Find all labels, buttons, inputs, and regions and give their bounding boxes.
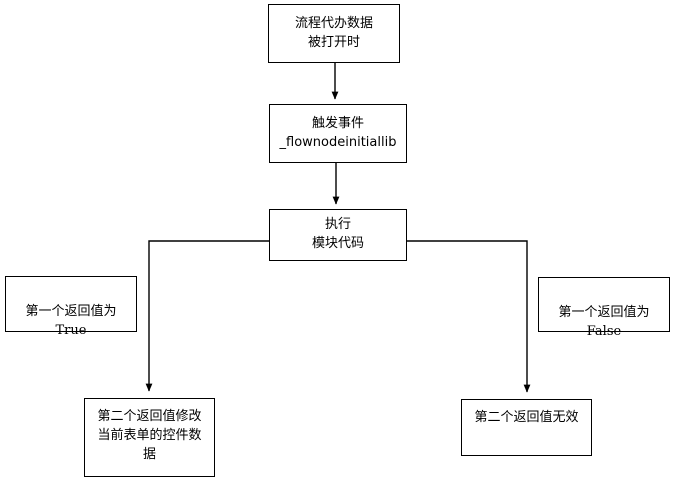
node-execute-module-code[interactable]: 执行 模块代码 — [269, 209, 407, 261]
node-start[interactable]: 流程代办数据 被打开时 — [268, 4, 400, 63]
annotation-false-line1: 第一个返回值为 — [558, 304, 650, 320]
node-result-second-return-invalid-label: 第二个返回值无效 — [474, 410, 579, 425]
annotation-false-value: False — [586, 323, 622, 339]
node-execute-module-code-label: 执行 模块代码 — [311, 217, 364, 251]
annotation-true-value: True — [55, 322, 87, 338]
node-result-second-return-invalid[interactable]: 第二个返回值无效 — [461, 399, 592, 456]
node-result-modify-form-control-data[interactable]: 第二个返回值修改当前表单的控件数据 — [84, 398, 215, 477]
node-start-label: 流程代办数据 被打开时 — [294, 15, 373, 50]
annotation-first-return-false-label: 第一个返回值为 False — [554, 285, 653, 360]
annotation-first-return-false[interactable]: 第一个返回值为 False — [538, 277, 670, 339]
annotation-true-line1: 第一个返回值为 — [25, 303, 117, 319]
node-trigger-event-label: 触发事件 _flownodeinitiallib — [279, 115, 397, 150]
annotation-first-return-true-label: 第一个返回值为 True — [21, 284, 120, 359]
node-result-modify-form-control-data-label: 第二个返回值修改当前表单的控件数据 — [97, 409, 202, 462]
node-trigger-event[interactable]: 触发事件 _flownodeinitiallib — [269, 104, 407, 163]
annotation-first-return-true[interactable]: 第一个返回值为 True — [5, 276, 137, 338]
edge-execute-to-result-modify — [145, 240, 269, 392]
edge-execute-to-result-invalid — [407, 240, 531, 393]
